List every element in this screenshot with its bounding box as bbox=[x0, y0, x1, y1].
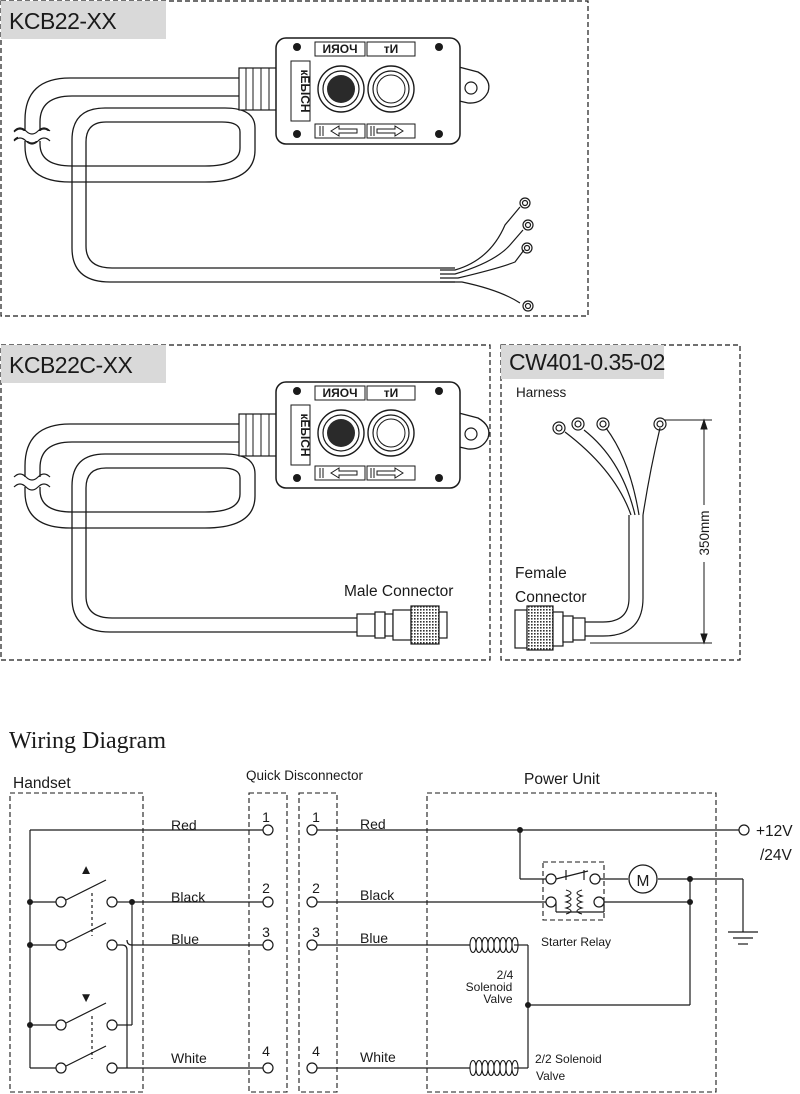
panel-cw401: CW401-0.35-02 Harness Female Connector bbox=[500, 344, 741, 661]
brand-label: кЕЫСН bbox=[298, 69, 312, 112]
handset-header: Handset bbox=[13, 775, 71, 792]
panel-kcb22c: KCB22C-XX Male Connector bbox=[0, 344, 491, 661]
disconnector-left-box bbox=[248, 792, 288, 1093]
female-label-1: Female bbox=[515, 565, 567, 582]
solenoid-22-label-1: 2/2 Solenoid bbox=[535, 1052, 602, 1066]
switch-contacts bbox=[55, 896, 118, 1074]
female-label-2: Connector bbox=[515, 589, 587, 606]
title-tag bbox=[1, 1, 166, 39]
wire-label-left-4: White bbox=[171, 1050, 207, 1066]
wire-label-right-4: White bbox=[360, 1049, 396, 1065]
down-face-label: тИ bbox=[384, 386, 399, 400]
female-connector bbox=[514, 605, 586, 651]
solenoid-22-label-2: Valve bbox=[536, 1069, 565, 1083]
panel-border bbox=[500, 344, 741, 661]
pin-right-4: 4 bbox=[312, 1043, 320, 1059]
pin-right-1: 1 bbox=[312, 809, 320, 825]
junctions bbox=[27, 827, 693, 1028]
male-connector bbox=[356, 605, 448, 645]
wire-label-left-1: Red bbox=[171, 817, 197, 833]
pin-left-4: 4 bbox=[262, 1043, 270, 1059]
starter-relay-box bbox=[542, 861, 605, 921]
wiring-title: Wiring Diagram bbox=[9, 728, 166, 754]
harness-label: Harness bbox=[516, 385, 567, 400]
left-arrow-icon bbox=[330, 467, 358, 479]
dimension-label: 350mm bbox=[697, 510, 712, 555]
cable-gland bbox=[238, 413, 278, 457]
pin-left-1: 1 bbox=[262, 809, 270, 825]
cable-loop bbox=[24, 423, 360, 633]
wire-label-right-3: Blue bbox=[360, 930, 388, 946]
quick-disconnector-header: Quick Disconnector bbox=[246, 768, 364, 783]
down-arrow-icon: ▼ bbox=[79, 990, 92, 1005]
title-tag bbox=[501, 345, 664, 379]
panel-kcb22: KCB22-XX bbox=[0, 0, 589, 317]
disconnector-right-box bbox=[298, 792, 338, 1093]
dimension-line bbox=[590, 418, 712, 645]
solenoid-coils bbox=[469, 936, 519, 1077]
brand-label: кЕЫСН bbox=[298, 413, 312, 456]
panel-title: KCB22-XX bbox=[9, 8, 116, 34]
cable-loop bbox=[24, 77, 455, 283]
wiring-diagram: Wiring Diagram Handset Quick Disconnecto… bbox=[9, 728, 793, 1093]
right-arrow-icon bbox=[376, 125, 404, 137]
pin-right-3: 3 bbox=[312, 924, 320, 940]
solenoid-24-label-2: Solenoid bbox=[466, 980, 513, 994]
up-arrow-icon: ▲ bbox=[79, 862, 92, 877]
right-arrow-icon bbox=[376, 467, 404, 479]
panel-title: KCB22C-XX bbox=[9, 352, 132, 378]
left-arrow-icon bbox=[330, 125, 358, 137]
motor-icon bbox=[628, 864, 658, 894]
starter-relay-label: Starter Relay bbox=[541, 935, 611, 949]
panel-title: CW401-0.35-02 bbox=[509, 349, 665, 375]
pin-left-2: 2 bbox=[262, 880, 270, 896]
ring-terminals bbox=[440, 197, 534, 312]
wire-label-right-2: Black bbox=[360, 887, 395, 903]
up-face-label: ИЯОЧ bbox=[322, 42, 357, 56]
wire-label-left-3: Blue bbox=[171, 931, 199, 947]
up-face-label: ИЯОЧ bbox=[322, 386, 357, 400]
power-unit-header: Power Unit bbox=[524, 771, 600, 788]
handset-device: ИЯОЧ тИ кЕЫСН bbox=[238, 381, 490, 489]
handset-device: ИЯОЧ тИ кЕЫСН bbox=[238, 37, 490, 145]
disconnector-pins bbox=[262, 824, 750, 1074]
power-unit-box bbox=[426, 792, 717, 1093]
pin-left-3: 3 bbox=[262, 924, 270, 940]
wires bbox=[29, 829, 758, 1069]
cable-gland bbox=[238, 67, 278, 111]
male-connector-label: Male Connector bbox=[344, 583, 453, 600]
solenoid-24-label-3: Valve bbox=[483, 992, 512, 1006]
panel-border bbox=[0, 0, 589, 317]
harness-wires bbox=[552, 417, 667, 637]
voltage-label-2: /24V bbox=[760, 847, 793, 864]
handset-box bbox=[9, 792, 144, 1093]
title-tag bbox=[1, 345, 166, 383]
pin-right-2: 2 bbox=[312, 880, 320, 896]
down-face-label: тИ bbox=[384, 42, 399, 56]
voltage-label-1: +12V bbox=[756, 823, 793, 840]
relay-coil bbox=[564, 889, 584, 915]
solenoid-24-label-1: 2/4 bbox=[497, 968, 514, 982]
panel-border bbox=[0, 344, 491, 661]
wire-label-right-1: Red bbox=[360, 816, 386, 832]
wire-label-left-2: Black bbox=[171, 889, 206, 905]
motor-label: M bbox=[637, 873, 650, 890]
